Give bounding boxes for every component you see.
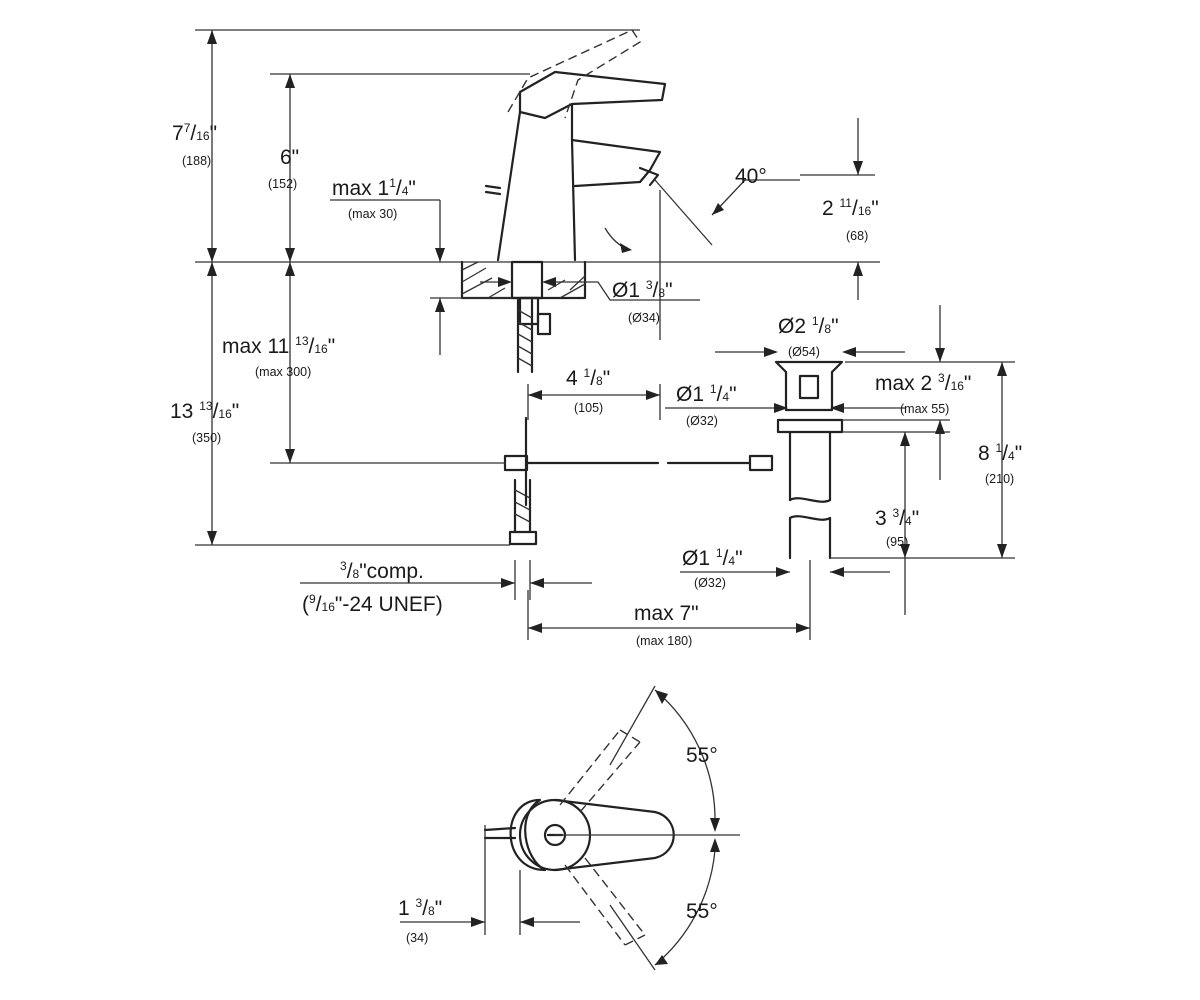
label-under-max-metric: (max 300) <box>255 365 311 379</box>
tailpiece <box>788 516 832 560</box>
label-under-max: max 11 13/16" <box>222 334 335 358</box>
top-body-back <box>509 798 547 872</box>
dimension-labels: 77/16" (188) 6" (152) max 11/4" (max 30)… <box>170 121 1022 945</box>
deck-section <box>460 260 587 300</box>
label-drain-total: 8 1/4" <box>978 441 1022 465</box>
label-reach-metric: (105) <box>574 401 603 415</box>
label-tail-len-metric: (95) <box>886 535 908 549</box>
lever-raised-outline <box>507 29 641 119</box>
label-drain-flange-metric: (Ø54) <box>788 345 820 359</box>
label-rot-lower: 55° <box>686 900 718 923</box>
label-outlet-height: 2 11/16" <box>822 196 879 220</box>
drain-stopper <box>774 360 844 412</box>
popup-knob <box>484 184 502 196</box>
faucet-body <box>496 102 577 262</box>
mounting-nut <box>518 296 540 326</box>
label-hole-dia: Ø1 3/8" <box>612 278 673 302</box>
label-top-offset-metric: (34) <box>406 931 428 945</box>
supply-hose <box>516 298 534 374</box>
label-under-total-metric: (350) <box>192 431 221 445</box>
arc-upper <box>654 689 716 821</box>
label-rod-max-metric: (max 180) <box>636 634 692 648</box>
spout <box>570 138 662 188</box>
shank <box>510 260 544 300</box>
label-reach: 4 1/8" <box>566 366 610 390</box>
compression-fitting <box>508 530 538 546</box>
lever-rotated-upper <box>559 729 641 813</box>
drain-body <box>788 430 832 502</box>
deck-hatch <box>461 261 586 299</box>
label-tail-len: 3 3/4" <box>875 506 919 530</box>
label-drain-body-metric: (Ø32) <box>686 414 718 428</box>
label-drain-total-metric: (210) <box>985 472 1014 486</box>
dimension-lines <box>195 29 1015 640</box>
label-outlet-height-metric: (68) <box>846 229 868 243</box>
spout-aerator <box>638 166 660 187</box>
label-spout-height: 6" <box>280 146 299 169</box>
hose-braid <box>517 309 533 367</box>
fitting <box>536 312 552 336</box>
drain-flange <box>776 418 844 434</box>
label-tail-dia-metric: (Ø32) <box>694 576 726 590</box>
drain-break <box>788 497 832 521</box>
label-top-offset: 1 3/8" <box>398 896 442 920</box>
label-rot-upper: 55° <box>686 744 718 767</box>
label-rod-max: max 7" <box>634 602 699 625</box>
label-deck-thickness: max 11/4" <box>332 176 416 200</box>
label-under-total: 13 13/16" <box>170 399 239 423</box>
label-total-height: 77/16" <box>172 121 217 145</box>
label-connection: 3/8"comp. <box>340 559 424 583</box>
dim-lever-angle <box>654 179 713 246</box>
rod-clamp <box>503 454 529 472</box>
lower-hose <box>513 478 532 534</box>
lever-rotated-lower <box>564 857 646 946</box>
faucet-top-view <box>400 685 740 971</box>
label-connection-thread: (9/16"-24 UNEF) <box>302 592 443 616</box>
top-popup <box>483 826 517 840</box>
label-drain-body: Ø1 1/4" <box>676 382 737 406</box>
pivot-nut <box>748 454 774 472</box>
label-deck-thickness-metric: (max 30) <box>348 207 397 221</box>
extension-lines <box>195 29 1015 640</box>
label-tail-dia: Ø1 1/4" <box>682 546 743 570</box>
label-spout-height-metric: (152) <box>268 177 297 191</box>
label-drain-max: max 2 3/16" <box>875 371 971 395</box>
lever-handle <box>518 70 667 120</box>
lower-hose-braid <box>514 489 531 523</box>
label-total-height-metric: (188) <box>182 154 211 168</box>
label-hole-dia-metric: (Ø34) <box>628 311 660 325</box>
label-drain-flange: Ø2 1/8" <box>778 314 839 338</box>
arc-lower <box>654 849 716 966</box>
faucet-side-view <box>195 29 880 546</box>
label-lever-angle: 40° <box>735 165 767 188</box>
label-drain-max-metric: (max 55) <box>900 402 949 416</box>
stopper-slot <box>798 374 820 400</box>
drain-assembly <box>774 360 844 560</box>
